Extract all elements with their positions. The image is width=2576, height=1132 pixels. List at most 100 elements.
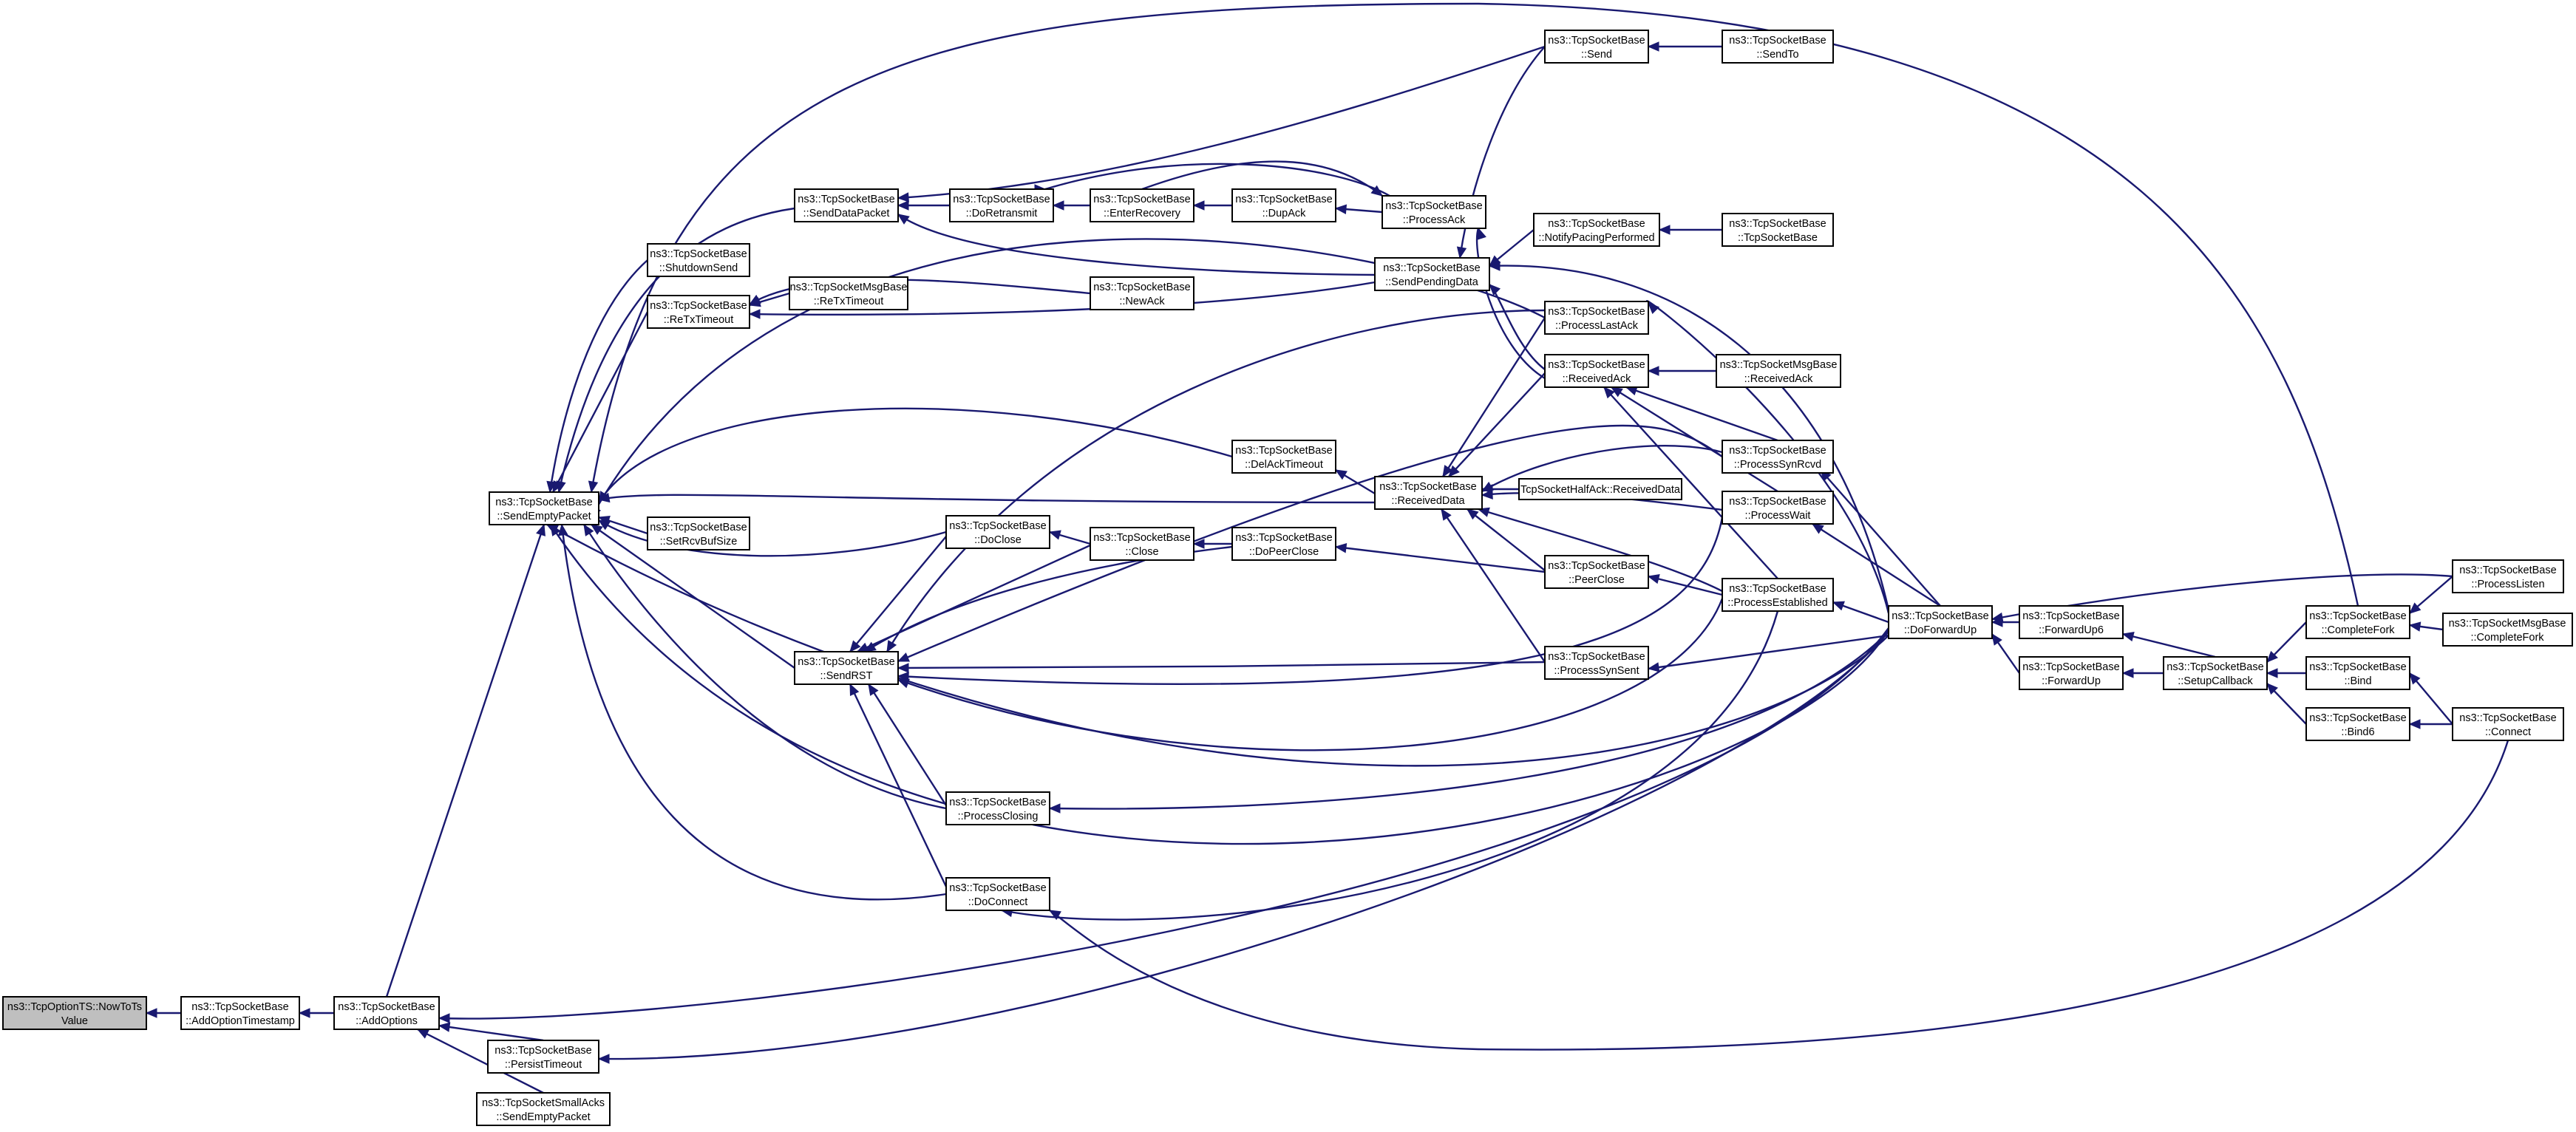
node-addoptiontimestamp[interactable]: ns3::TcpSocketBase ::AddOptionTimestamp bbox=[180, 996, 300, 1030]
node-dopeerclose[interactable]: ns3::TcpSocketBase ::DoPeerClose bbox=[1231, 527, 1336, 561]
call-edge bbox=[1335, 545, 1546, 573]
node-label: ::DoConnect bbox=[968, 896, 1028, 908]
arrowhead-icon bbox=[1658, 225, 1671, 235]
arrowhead-icon bbox=[597, 1054, 610, 1064]
node-label: ns3::TcpSocketBase bbox=[1729, 218, 1826, 230]
node-msg-retxtimeout[interactable]: ns3::TcpSocketMsgBase ::ReTxTimeout bbox=[789, 276, 908, 310]
node-doclose[interactable]: ns3::TcpSocketBase ::DoClose bbox=[945, 515, 1050, 549]
arrowhead-icon bbox=[2266, 650, 2278, 663]
node-nowtotsvalue[interactable]: ns3::TcpOptionTS::NowToTs Value bbox=[2, 996, 147, 1030]
call-edge bbox=[1625, 386, 1778, 442]
node-setupcallback[interactable]: ns3::TcpSocketBase ::SetupCallback bbox=[2163, 656, 2268, 690]
call-edge bbox=[1049, 740, 2509, 1051]
node-sendrst[interactable]: ns3::TcpSocketBase ::SendRST bbox=[794, 651, 899, 685]
node-bind6[interactable]: ns3::TcpSocketBase ::Bind6 bbox=[2305, 707, 2410, 741]
node-persisttimeout[interactable]: ns3::TcpSocketBase ::PersistTimeout bbox=[487, 1040, 599, 1074]
arrowhead-icon bbox=[1603, 386, 1615, 399]
call-edge bbox=[438, 627, 1889, 1020]
node-processack[interactable]: ns3::TcpSocketBase ::ProcessAck bbox=[1382, 195, 1486, 229]
node-label: ::ProcessAck bbox=[1403, 214, 1466, 226]
node-processwait[interactable]: ns3::TcpSocketBase ::ProcessWait bbox=[1722, 491, 1834, 525]
node-sendemptypacket[interactable]: ns3::TcpSocketBase ::SendEmptyPacket bbox=[489, 491, 599, 525]
node-label: ::DelAckTimeout bbox=[1245, 459, 1323, 471]
arrowhead-icon bbox=[145, 1008, 157, 1018]
node-send[interactable]: ns3::TcpSocketBase ::Send bbox=[1544, 30, 1649, 64]
node-label: ns3::TcpSocketBase bbox=[2167, 661, 2263, 673]
node-label: ::SendRST bbox=[820, 670, 873, 682]
node-processclosing[interactable]: ns3::TcpSocketBase ::ProcessClosing bbox=[945, 791, 1050, 825]
arrowhead-icon bbox=[1192, 539, 1205, 549]
node-enterrecovery[interactable]: ns3::TcpSocketBase ::EnterRecovery bbox=[1090, 188, 1194, 222]
node-label: ns3::TcpSocketBase bbox=[1385, 200, 1482, 212]
node-label: ns3::TcpSocketBase bbox=[1548, 651, 1645, 663]
node-processlastack[interactable]: ns3::TcpSocketBase ::ProcessLastAck bbox=[1544, 301, 1649, 335]
arrowhead-icon bbox=[2409, 672, 2421, 685]
node-tcpsocketbase-constructor[interactable]: ns3::TcpSocketBase ::TcpSocketBase bbox=[1722, 213, 1834, 247]
node-processsynsent[interactable]: ns3::TcpSocketBase ::ProcessSynSent bbox=[1544, 646, 1649, 680]
node-retxtimeout[interactable]: ns3::TcpSocketBase ::ReTxTimeout bbox=[647, 295, 750, 329]
node-delacktimeout[interactable]: ns3::TcpSocketBase ::DelAckTimeout bbox=[1231, 440, 1336, 474]
node-receiveddata[interactable]: ns3::TcpSocketBase ::ReceivedData bbox=[1374, 476, 1483, 510]
node-addoptions[interactable]: ns3::TcpSocketBase ::AddOptions bbox=[333, 996, 440, 1030]
node-label: ns3::TcpSocketBase bbox=[2309, 610, 2406, 622]
call-edge bbox=[1489, 284, 1546, 370]
node-senddatapacket[interactable]: ns3::TcpSocketBase ::SendDataPacket bbox=[794, 188, 899, 222]
call-edge bbox=[1603, 386, 1778, 579]
arrowhead-icon bbox=[2409, 602, 2422, 614]
node-completefork[interactable]: ns3::TcpSocketBase ::CompleteFork bbox=[2305, 605, 2410, 639]
node-close[interactable]: ns3::TcpSocketBase ::Close bbox=[1090, 527, 1194, 561]
node-receivedack[interactable]: ns3::TcpSocketBase ::ReceivedAck bbox=[1544, 354, 1649, 388]
node-label: ::ProcessEstablished bbox=[1727, 597, 1827, 609]
node-doforwardup[interactable]: ns3::TcpSocketBase ::DoForwardUp bbox=[1888, 605, 1993, 639]
node-processlisten[interactable]: ns3::TcpSocketBase ::ProcessListen bbox=[2452, 559, 2564, 593]
node-label: ns3::TcpSocketBase bbox=[2022, 610, 2119, 622]
node-forwardup6[interactable]: ns3::TcpSocketBase ::ForwardUp6 bbox=[2019, 605, 2124, 639]
call-edge bbox=[597, 407, 1233, 503]
node-label: ::SendTo bbox=[1756, 49, 1798, 61]
arrowhead-icon bbox=[590, 524, 603, 535]
node-forwardup[interactable]: ns3::TcpSocketBase ::ForwardUp bbox=[2019, 656, 2124, 690]
node-halfack-receiveddata[interactable]: TcpSocketHalfAck::ReceivedData bbox=[1518, 478, 1682, 500]
node-sendto[interactable]: ns3::TcpSocketBase ::SendTo bbox=[1722, 30, 1834, 64]
node-sendpendingdata[interactable]: ns3::TcpSocketBase ::SendPendingData bbox=[1374, 257, 1490, 291]
node-label: ::PeerClose bbox=[1569, 574, 1625, 586]
node-label: ::NewAck bbox=[1119, 296, 1165, 307]
node-peerclose[interactable]: ns3::TcpSocketBase ::PeerClose bbox=[1544, 555, 1649, 589]
call-edge bbox=[598, 494, 1376, 504]
node-label: ::SendEmptyPacket bbox=[496, 1111, 590, 1123]
node-processestablished[interactable]: ns3::TcpSocketBase ::ProcessEstablished bbox=[1722, 578, 1834, 612]
node-smallacks-sendemptypacket[interactable]: ns3::TcpSocketSmallAcks ::SendEmptyPacke… bbox=[476, 1092, 611, 1126]
node-setrcvbufsize[interactable]: ns3::TcpSocketBase ::SetRcvBufSize bbox=[647, 516, 750, 550]
call-edge bbox=[590, 2, 2359, 607]
node-bind[interactable]: ns3::TcpSocketBase ::Bind bbox=[2305, 656, 2410, 690]
node-label: ns3::TcpSocketBase bbox=[1093, 532, 1190, 544]
node-label: ::DoForwardUp bbox=[1904, 624, 1977, 636]
node-label: ns3::TcpSocketMsgBase bbox=[2449, 618, 2566, 630]
call-edge bbox=[857, 544, 1091, 653]
node-label: ::PersistTimeout bbox=[505, 1059, 582, 1071]
call-edge bbox=[385, 524, 546, 998]
arrowhead-icon bbox=[1334, 543, 1348, 553]
arrowhead-icon bbox=[1647, 573, 1660, 584]
call-edge bbox=[598, 519, 947, 557]
node-label: ns3::TcpSocketBase bbox=[650, 522, 747, 533]
node-dupack[interactable]: ns3::TcpSocketBase ::DupAck bbox=[1231, 188, 1336, 222]
node-processsynrcvd[interactable]: ns3::TcpSocketBase ::ProcessSynRcvd bbox=[1722, 440, 1834, 474]
node-msg-receivedack[interactable]: ns3::TcpSocketMsgBase ::ReceivedAck bbox=[1716, 354, 1841, 388]
node-doretransmit[interactable]: ns3::TcpSocketBase ::DoRetransmit bbox=[949, 188, 1054, 222]
call-edge bbox=[546, 523, 1889, 767]
node-doconnect[interactable]: ns3::TcpSocketBase ::DoConnect bbox=[945, 877, 1050, 911]
node-label: ::ForwardUp6 bbox=[2039, 624, 2104, 636]
node-msg-completefork[interactable]: ns3::TcpSocketMsgBase ::CompleteFork bbox=[2442, 613, 2573, 647]
node-label: ns3::TcpSocketBase bbox=[949, 520, 1046, 532]
node-label: ::CompleteFork bbox=[2470, 632, 2544, 644]
arrowhead-icon bbox=[536, 523, 546, 536]
node-connect[interactable]: ns3::TcpSocketBase ::Connect bbox=[2452, 707, 2564, 741]
arrowhead-icon bbox=[897, 672, 909, 682]
node-shutdownsend[interactable]: ns3::TcpSocketBase ::ShutdownSend bbox=[647, 243, 750, 277]
call-edge bbox=[1049, 631, 1889, 810]
node-label: ns3::TcpSocketBase bbox=[1235, 445, 1332, 457]
node-notifypacingperformed[interactable]: ns3::TcpSocketBase ::NotifyPacingPerform… bbox=[1533, 213, 1660, 247]
node-newack[interactable]: ns3::TcpSocketBase ::NewAck bbox=[1090, 276, 1194, 310]
